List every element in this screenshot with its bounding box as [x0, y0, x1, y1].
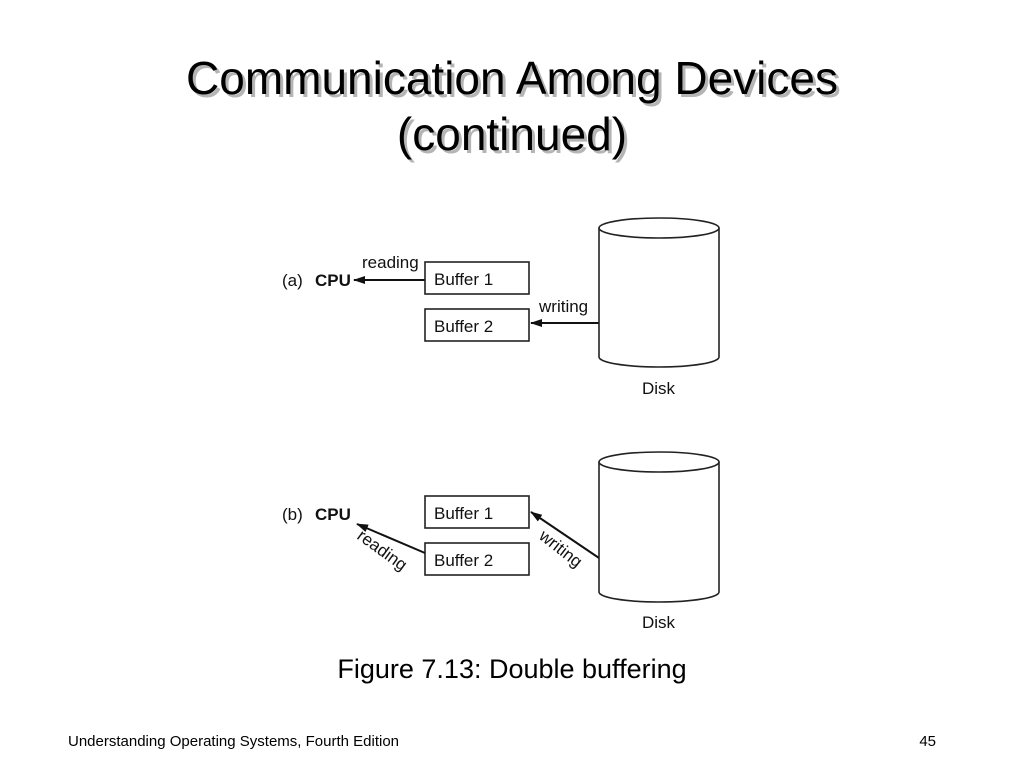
title-line-2: (continued) [396, 108, 628, 160]
panel-a-buffer-1-label: Buffer 1 [434, 270, 493, 289]
slide-title: Communication Among Devices (continued) [0, 50, 1024, 162]
panel-b-disk [598, 451, 720, 603]
panel-b: (b) CPU Buffer 1 Buffer 2 reading writin… [282, 451, 720, 632]
panel-a-disk [598, 217, 720, 368]
panel-b-reading-label: reading [354, 526, 411, 575]
figure-caption: Figure 7.13: Double buffering [337, 654, 687, 684]
panel-a-writing-label: writing [538, 297, 588, 316]
panel-a: (a) CPU reading Buffer 1 Buffer 2 writin… [282, 217, 720, 398]
panel-a-disk-body [598, 228, 720, 368]
title-line-1: Communication Among Devices [186, 52, 838, 104]
panel-b-buffer-2-label: Buffer 2 [434, 551, 493, 570]
panel-b-cpu-label: CPU [315, 505, 351, 524]
panel-b-reading-arrow [356, 523, 426, 554]
footer-page-number: 45 [919, 733, 936, 750]
panel-a-buffer-1 [424, 261, 530, 295]
panel-a-label: (a) [282, 271, 303, 290]
panel-b-disk-body [598, 462, 720, 603]
panel-b-disk-top [598, 451, 720, 473]
panel-a-disk-label: Disk [642, 379, 676, 398]
panel-a-disk-top [598, 217, 720, 239]
panel-b-writing-arrow [530, 511, 600, 559]
footer-book-title: Understanding Operating Systems, Fourth … [68, 733, 400, 750]
panel-a-reading-label: reading [362, 253, 419, 272]
panel-b-buffer-2 [424, 542, 530, 576]
panel-a-buffer-2-label: Buffer 2 [434, 317, 493, 336]
panel-a-cpu-label: CPU [315, 271, 351, 290]
panel-a-buffer-2 [424, 308, 530, 342]
panel-b-buffer-1 [424, 495, 530, 529]
panel-b-disk-label: Disk [642, 613, 676, 632]
panel-b-buffer-1-label: Buffer 1 [434, 504, 493, 523]
panel-b-label: (b) [282, 505, 303, 524]
